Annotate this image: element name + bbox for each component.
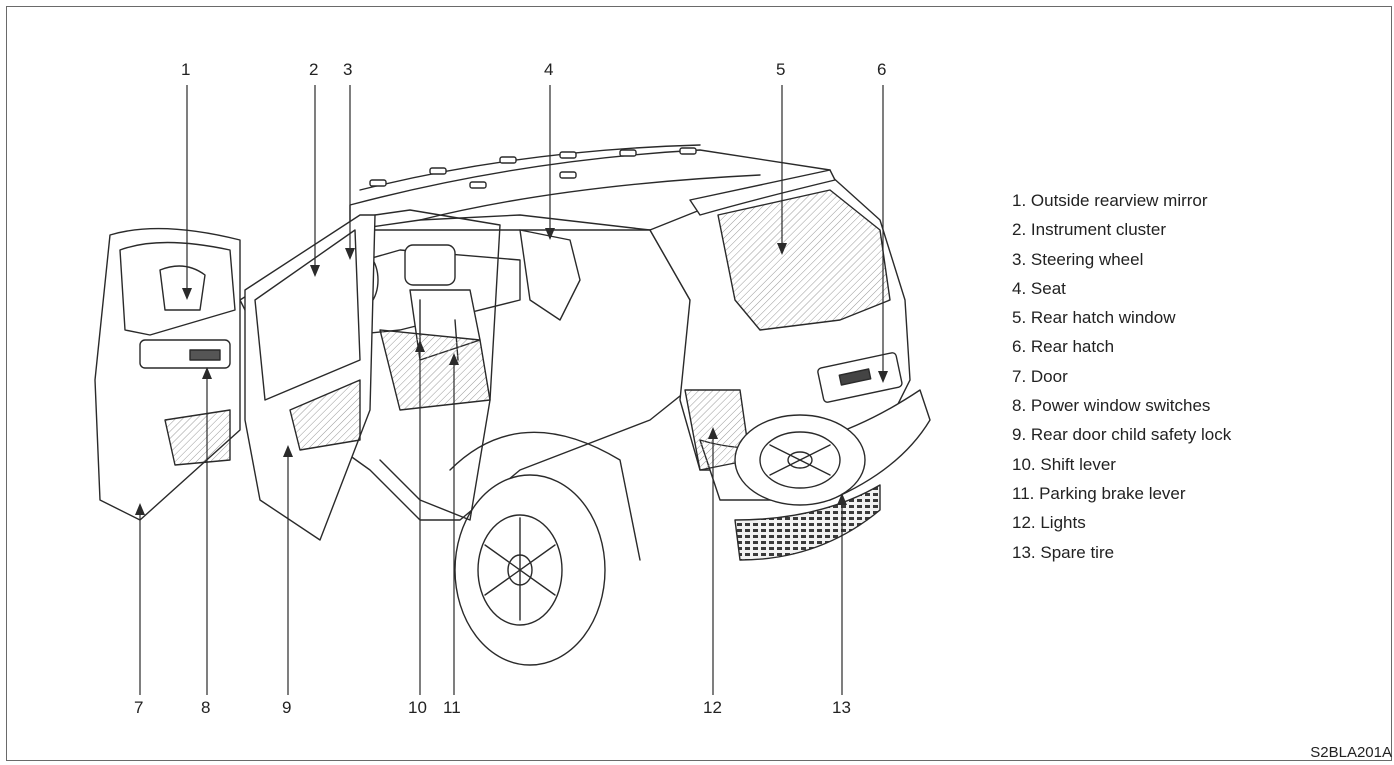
- legend-item: 10. Shift lever: [1012, 454, 1116, 474]
- callout-4: 4: [544, 60, 554, 79]
- callout-10: 10: [408, 698, 427, 717]
- callout-12: 12: [703, 698, 722, 717]
- legend-item: 13. Spare tire: [1012, 542, 1115, 562]
- legend-item: 2. Instrument cluster: [1012, 220, 1167, 240]
- callout-2: 2: [309, 60, 319, 79]
- callout-13: 13: [832, 698, 851, 717]
- callout-3: 3: [343, 60, 353, 79]
- figure-code: S2BLA201A: [1310, 744, 1392, 761]
- legend-item: 4. Seat: [1012, 278, 1066, 298]
- legend-item: 6. Rear hatch: [1012, 337, 1115, 357]
- legend-item: 12. Lights: [1012, 513, 1086, 533]
- legend-item: 5. Rear hatch window: [1012, 308, 1176, 328]
- rear-wheel-arch: [449, 431, 641, 561]
- legend-item: 1. Outside rearview mirror: [1012, 191, 1208, 210]
- callout-7: 7: [134, 698, 144, 717]
- callout-1: 1: [181, 60, 191, 79]
- roof-rail: [359, 144, 701, 191]
- legend-item: 3. Steering wheel: [1012, 249, 1144, 269]
- legend-item: 11. Parking brake lever: [1012, 483, 1186, 503]
- callout-11: 11: [443, 698, 461, 717]
- seat: [519, 229, 581, 321]
- rear-hatch-window: [717, 189, 891, 331]
- callout-9: 9: [282, 698, 292, 717]
- callout-8: 8: [201, 698, 211, 717]
- legend-item: 9. Rear door child safety lock: [1012, 425, 1232, 445]
- callout-5: 5: [776, 60, 786, 79]
- legend-item: 7. Door: [1012, 366, 1068, 386]
- legend-item: 8. Power window switches: [1012, 396, 1211, 416]
- callout-6: 6: [877, 60, 887, 79]
- legend-list: 1. Outside rearview mirror 2. Instrument…: [1012, 186, 1231, 567]
